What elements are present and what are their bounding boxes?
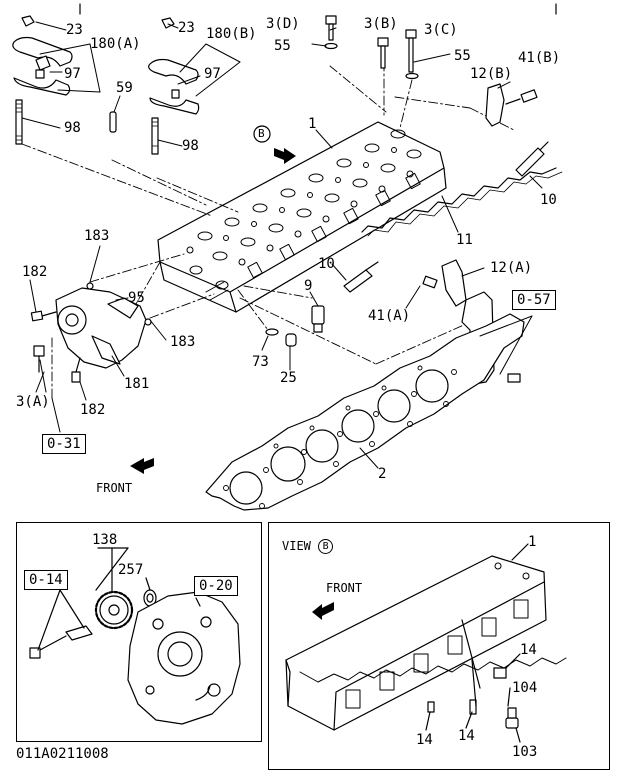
callout-181: 181 [124,376,150,392]
bracket-12a [422,259,467,307]
view-b-letter: B [318,539,334,554]
ref-box-0-14: 0-14 [24,570,68,590]
callout-25: 25 [280,370,297,386]
cylinder-head-part-1 [157,121,447,313]
ref-box-0-20: 0-20 [194,576,238,596]
inset-view-b-head-underside [285,543,567,743]
callout-97-a: 97 [64,66,81,82]
callout-180b: 180(B) [206,26,257,42]
callout-3a: 3(A) [16,394,50,410]
callout-55-b: 55 [454,48,471,64]
washer-73 [265,328,279,336]
bracket-12b [485,83,538,127]
dowel-pin-59 [109,111,117,133]
glow-plug-10 [343,141,549,293]
sensor-9 [311,305,325,333]
head-cover-gasket-11 [361,167,563,237]
callout-10-a: 10 [540,192,557,208]
ref-box-0-57: 0-57 [512,290,556,310]
callout-103: 103 [512,744,538,760]
bolts-182-3a [30,310,81,383]
front-arrow-main [130,458,154,474]
callout-1-view: 1 [528,534,537,550]
ref-box-0-31: 0-31 [42,434,86,454]
callout-3d: 3(D) [266,16,300,32]
view-b-prefix: VIEW [282,539,311,553]
callout-98-a: 98 [64,120,81,136]
view-b-marker-letter: B [258,127,265,140]
head-bolts-3 [324,15,419,80]
inset-timing-gear [29,547,241,725]
callout-98-b: 98 [182,138,199,154]
front-label-view: FRONT [326,581,363,595]
crop-marks [79,3,557,15]
callout-3b: 3(B) [364,16,398,32]
callout-3c: 3(C) [424,22,458,38]
callout-104: 104 [512,680,538,696]
callout-14-b: 14 [416,732,433,748]
callout-183-b: 183 [170,334,196,350]
callout-183-a: 183 [84,228,110,244]
callout-14-a: 14 [520,642,537,658]
callout-12a: 12(A) [490,260,533,276]
callout-23-a: 23 [66,22,83,38]
callout-41a: 41(A) [368,308,411,324]
callout-leaders [21,21,543,469]
callout-10-b: 10 [318,256,335,272]
camshaft-bearing-cap-b [148,17,200,155]
callout-23-b: 23 [178,20,195,36]
plug-25 [285,333,297,347]
callout-2: 2 [378,466,387,482]
callout-73: 73 [252,354,269,370]
head-gasket-part-2 [205,313,525,511]
callout-55-a: 55 [274,38,291,54]
diagram-code: 011A0211008 [16,746,109,762]
callout-97-b: 97 [204,66,221,82]
front-housing-95 [55,282,152,369]
view-b-arrow [274,148,296,164]
callout-59: 59 [116,80,133,96]
view-b-marker-circle [253,125,271,143]
callout-9: 9 [304,278,313,294]
callout-95: 95 [128,290,145,306]
front-label-main: FRONT [96,481,133,495]
callout-1-main: 1 [308,116,317,132]
callout-182-b: 182 [80,402,106,418]
inset-panel-left [16,522,262,742]
callout-12b: 12(B) [470,66,513,82]
view-b-title: VIEW B [282,538,334,554]
callout-257: 257 [118,562,144,578]
callout-41b: 41(B) [518,50,561,66]
callout-138: 138 [92,532,118,548]
callout-182-a: 182 [22,264,48,280]
inset-panel-right [268,522,610,770]
callout-180a: 180(A) [90,36,141,52]
callout-11: 11 [456,232,473,248]
callout-14-c: 14 [458,728,475,744]
camshaft-bearing-cap-a [12,15,73,145]
